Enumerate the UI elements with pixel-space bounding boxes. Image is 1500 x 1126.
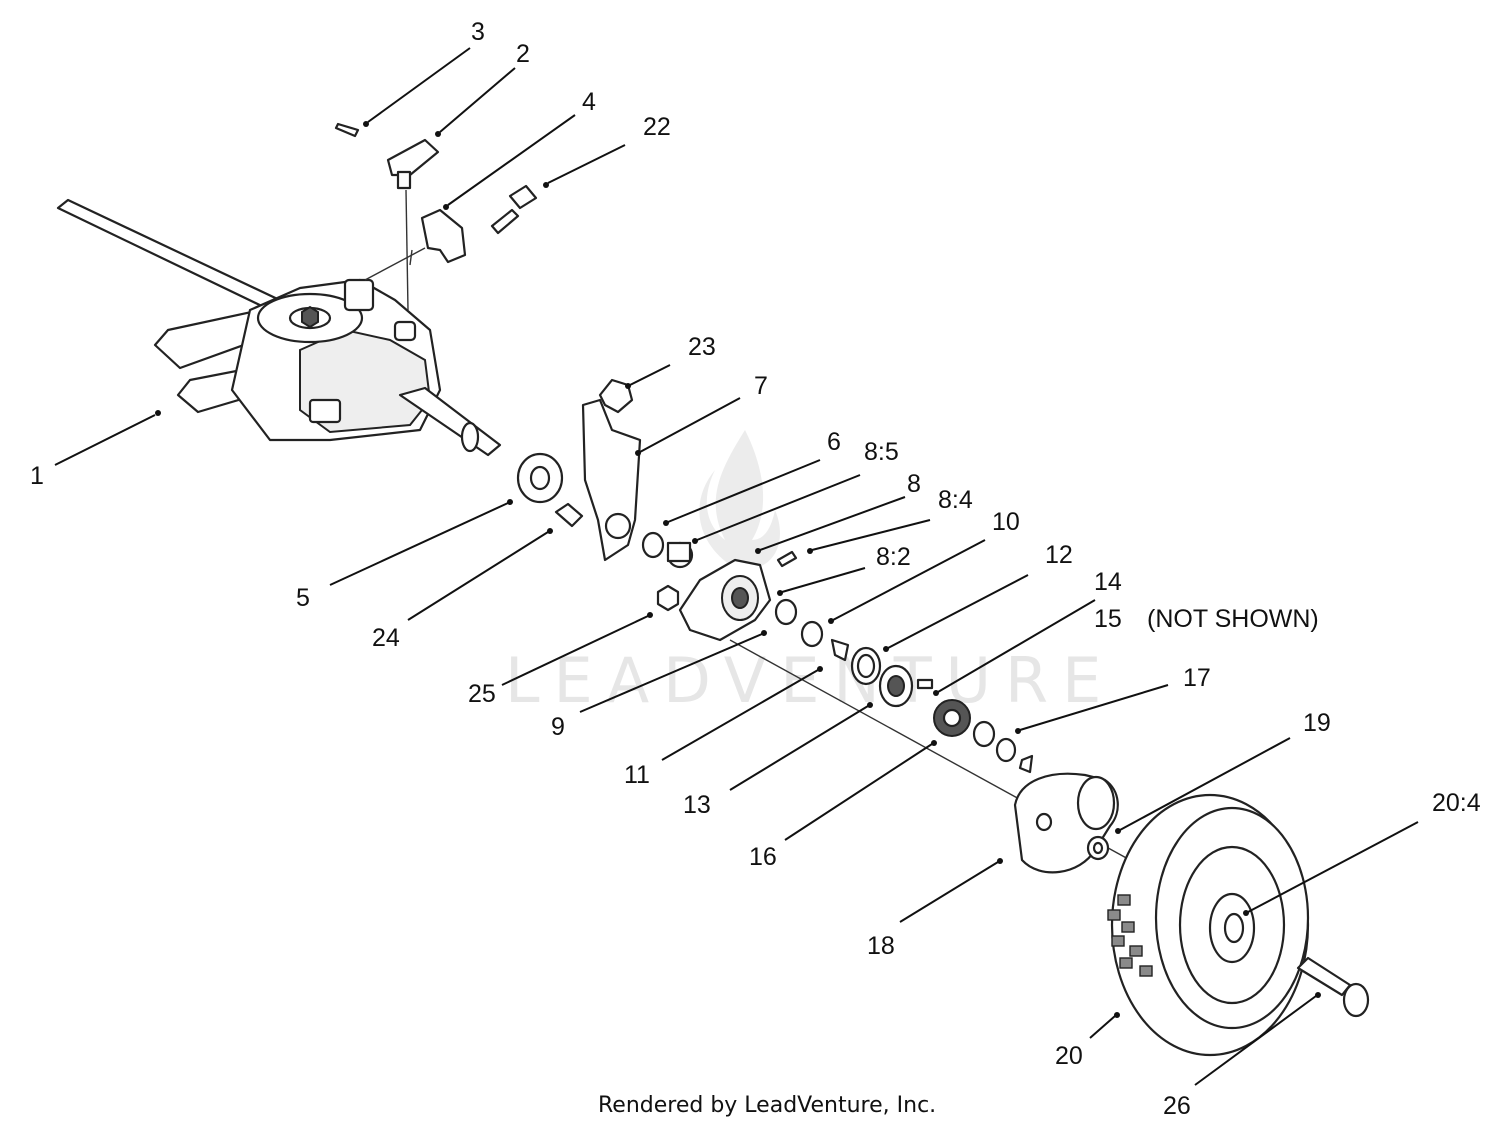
not-shown-note: (NOT SHOWN) bbox=[1147, 605, 1319, 633]
callout-6: 6 bbox=[827, 428, 841, 456]
wheel bbox=[1107, 793, 1310, 1057]
hex-nut bbox=[656, 584, 680, 612]
cable-bracket bbox=[420, 208, 467, 264]
cable-knob bbox=[386, 138, 440, 190]
callout-19: 19 bbox=[1303, 709, 1331, 737]
callout-8-5: 8:5 bbox=[864, 438, 899, 466]
callout-16: 16 bbox=[749, 843, 777, 871]
callout-10: 10 bbox=[992, 508, 1020, 536]
callout-25: 25 bbox=[468, 680, 496, 708]
callout-17: 17 bbox=[1183, 664, 1211, 692]
callout-8-4: 8:4 bbox=[938, 486, 973, 514]
callout-14: 14 bbox=[1094, 568, 1122, 596]
callout-22: 22 bbox=[643, 113, 671, 141]
callout-24: 24 bbox=[372, 624, 400, 652]
seal-ring bbox=[850, 646, 882, 686]
cotter-pin bbox=[334, 122, 360, 138]
callout-7: 7 bbox=[754, 372, 768, 400]
bracket-bolt bbox=[490, 184, 538, 235]
parts-illustration bbox=[56, 122, 1370, 1057]
callout-12: 12 bbox=[1045, 541, 1073, 569]
callout-1: 1 bbox=[30, 462, 44, 490]
callout-20: 20 bbox=[1055, 1042, 1083, 1070]
gear-clip bbox=[1018, 754, 1034, 774]
flat-washer bbox=[800, 620, 824, 648]
callout-4: 4 bbox=[582, 88, 596, 116]
bushing bbox=[666, 541, 694, 569]
grease-fitting bbox=[776, 550, 798, 568]
lever-clip bbox=[598, 378, 634, 414]
callout-2: 2 bbox=[516, 40, 530, 68]
leader-lines bbox=[54, 47, 1419, 1086]
wheel-washer bbox=[1086, 835, 1110, 861]
transmission-housing bbox=[230, 278, 502, 457]
footer-credit: Rendered by LeadVenture, Inc. bbox=[598, 1093, 936, 1118]
watermark-flame-icon bbox=[699, 430, 780, 569]
callout-23: 23 bbox=[688, 333, 716, 361]
woodruff-key bbox=[916, 678, 934, 690]
callout-15: 15 bbox=[1094, 605, 1122, 633]
bearing-housing bbox=[678, 558, 772, 642]
pinion-gear bbox=[933, 699, 971, 737]
ball-bearing bbox=[878, 664, 914, 708]
callout-18: 18 bbox=[867, 932, 895, 960]
callout-labels: 3 2 4 22 1 23 7 6 8:5 8 8:4 10 8:2 12 14… bbox=[30, 18, 1481, 1120]
retaining-ring bbox=[641, 531, 665, 559]
spacer-washer bbox=[516, 452, 564, 504]
callout-8-2: 8:2 bbox=[876, 543, 911, 571]
callout-13: 13 bbox=[683, 791, 711, 819]
watermark-text: LEADVENTURE bbox=[505, 644, 1115, 717]
thrust-washer bbox=[774, 598, 798, 626]
callout-5: 5 bbox=[296, 584, 310, 612]
pivot-bolt bbox=[554, 502, 584, 528]
callout-8: 8 bbox=[907, 470, 921, 498]
shoulder-bolt bbox=[1296, 956, 1370, 1018]
gear-spacer bbox=[995, 737, 1017, 763]
gear-washer bbox=[972, 720, 996, 748]
callout-11: 11 bbox=[624, 761, 650, 789]
callout-9: 9 bbox=[551, 713, 565, 741]
callout-3: 3 bbox=[471, 18, 485, 46]
callout-26: 26 bbox=[1163, 1092, 1191, 1120]
e-clip bbox=[830, 638, 850, 662]
callout-20-4: 20:4 bbox=[1432, 789, 1481, 817]
